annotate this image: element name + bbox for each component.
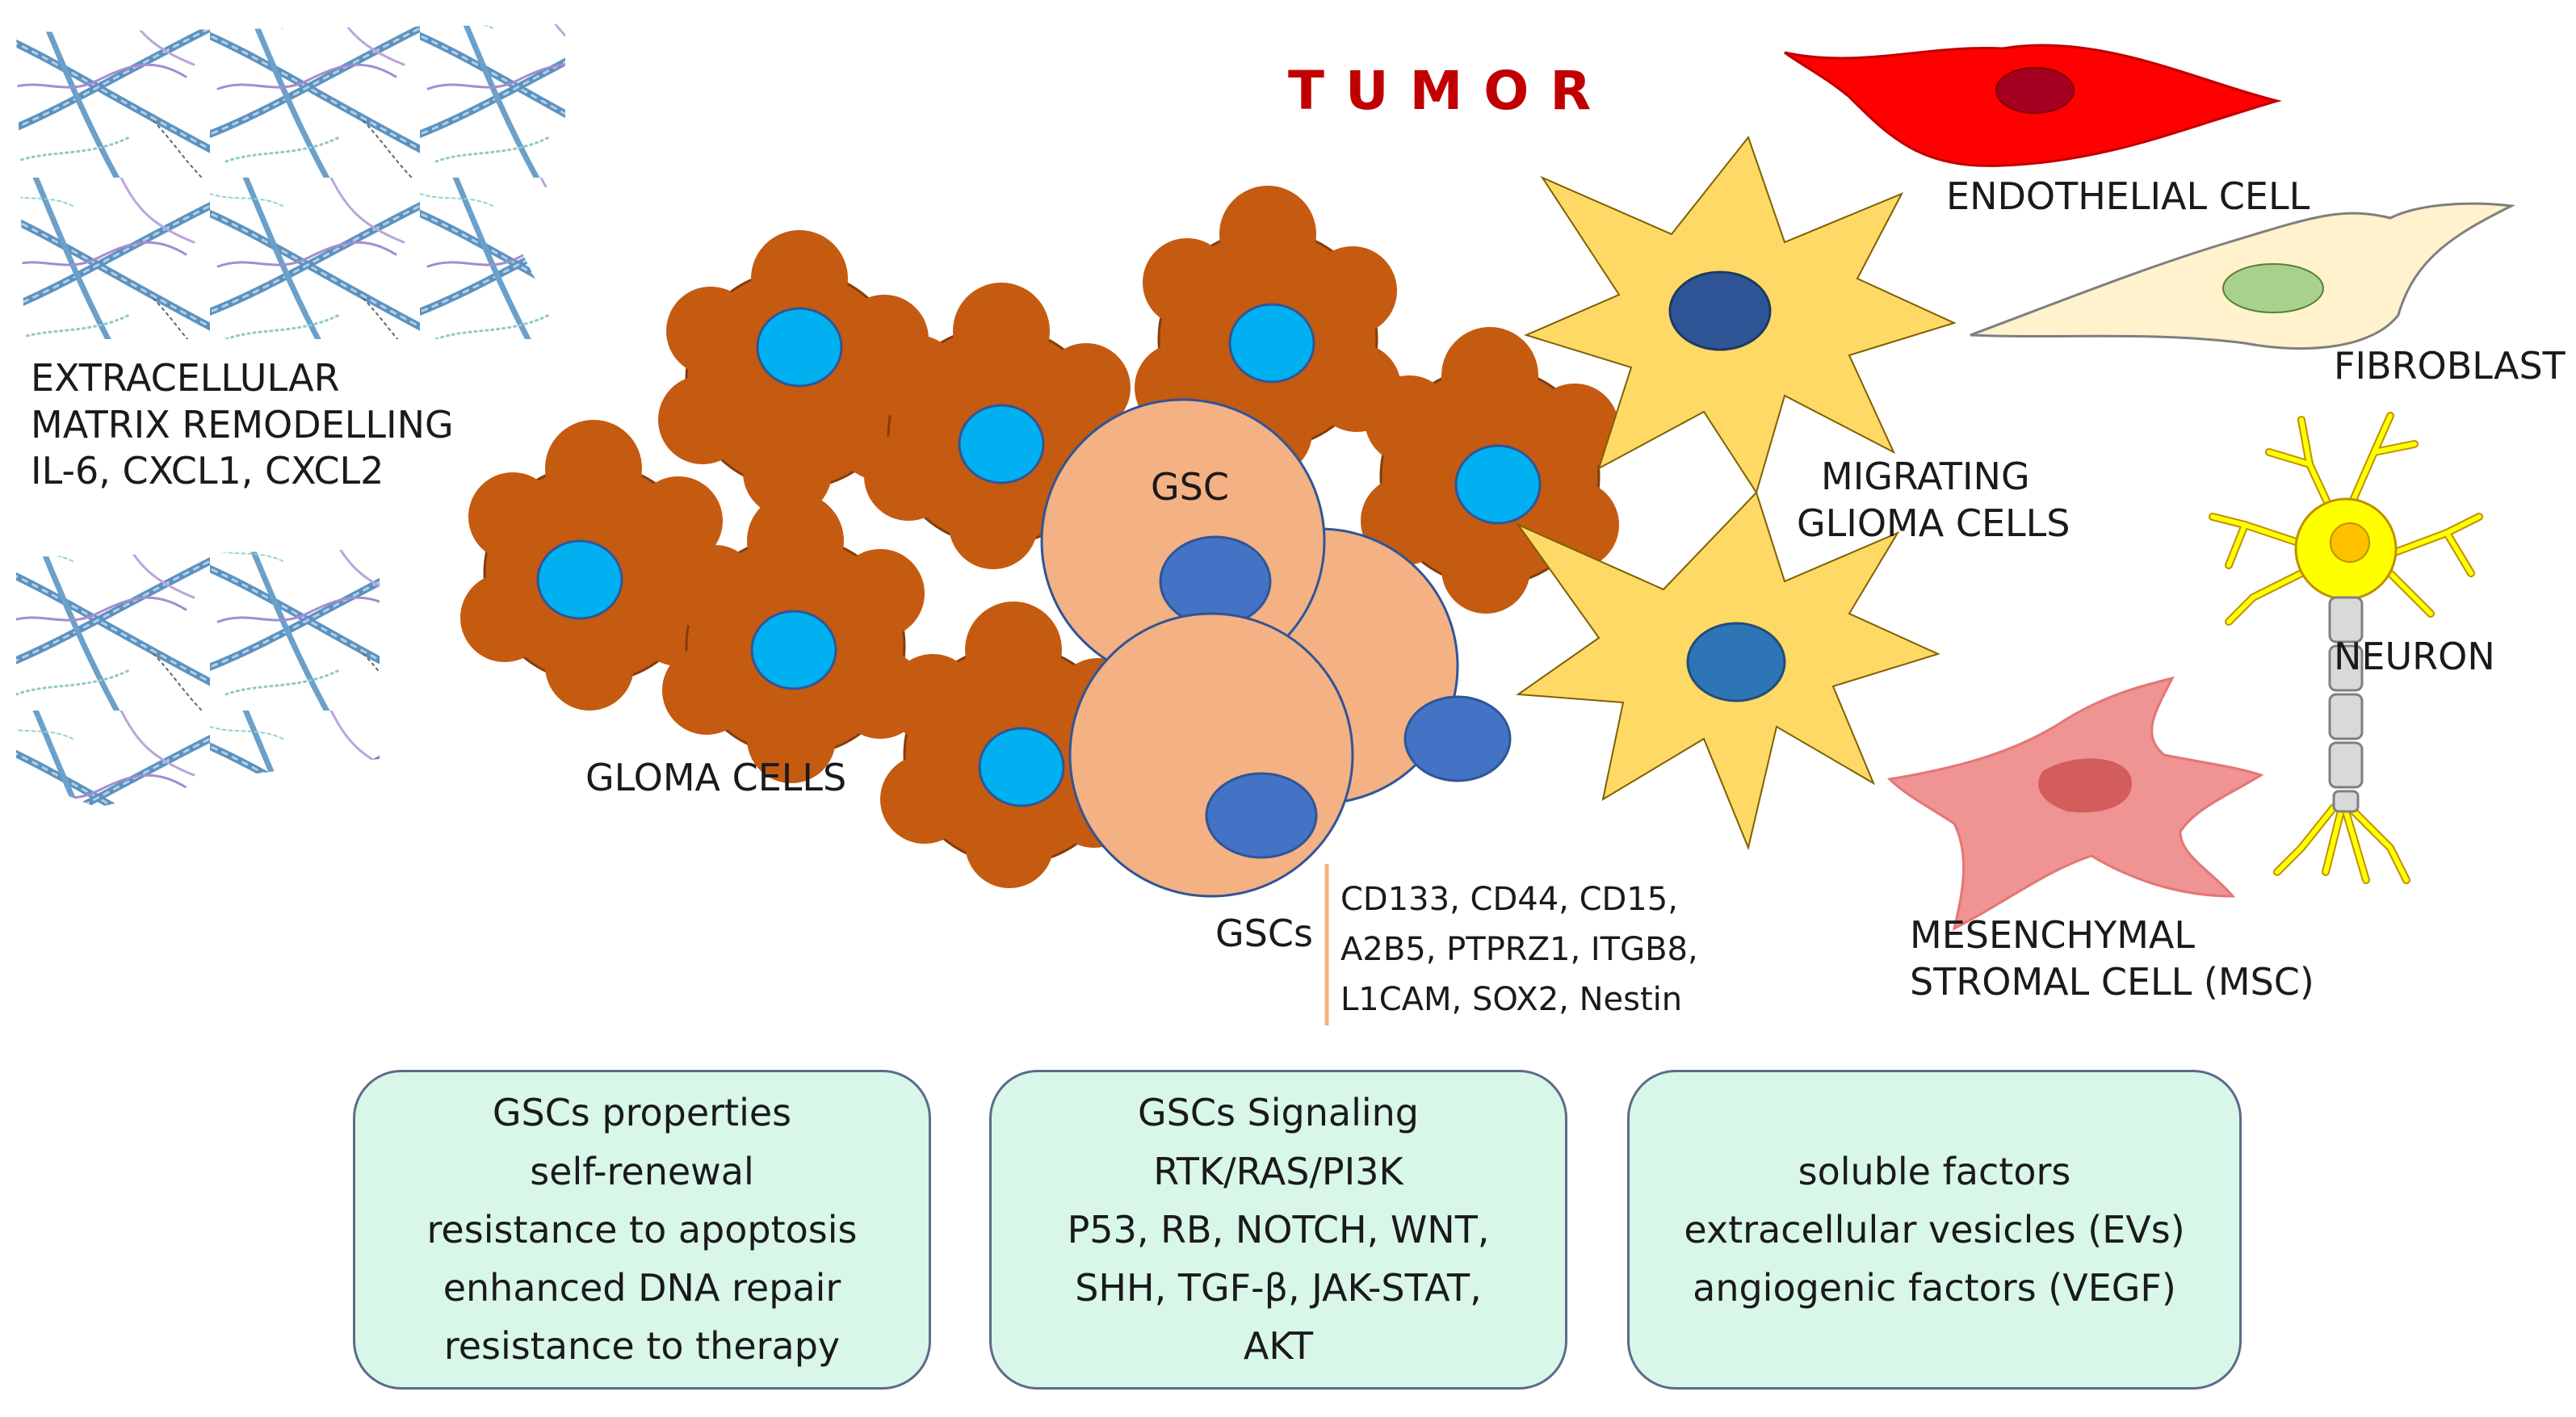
gsc-markers-line: CD133, CD44, CD15,: [1340, 881, 1678, 918]
box-line: GSCs properties: [492, 1091, 792, 1135]
box-line: SHH, TGF-β, JAK-STAT,: [1075, 1266, 1482, 1310]
gscs-properties-box: GSCs properties self-renewal resistance …: [353, 1070, 931, 1390]
glioma-cell: [662, 493, 925, 783]
ecm-fiber-patches: [16, 24, 565, 807]
fibroblast-cell: [1970, 202, 2516, 350]
box-line: angiogenic factors (VEGF): [1693, 1266, 2176, 1310]
glioma-nucleus: [1454, 444, 1542, 525]
endothelial-cell: [1784, 44, 2282, 167]
box-line: resistance to apoptosis: [426, 1207, 858, 1251]
glioma-nucleus: [536, 539, 623, 620]
box-line: P53, RB, NOTCH, WNT,: [1067, 1207, 1490, 1251]
box-line: enhanced DNA repair: [443, 1266, 841, 1310]
gscs-label: GSCs: [1215, 912, 1313, 955]
gsc-cell: [1068, 612, 1354, 898]
box-line: RTK/RAS/PI3K: [1153, 1149, 1403, 1193]
migrating-glioma-cells: [1516, 135, 1957, 851]
fibroblast-label: FIBROBLAST: [2334, 344, 2566, 388]
gsc-cell: [1040, 398, 1326, 684]
ecm-label-line: IL-6, CXCL1, CXCL2: [31, 449, 384, 493]
neuron-nucleus: [2330, 522, 2370, 563]
migrating-label-line: MIGRATING: [1821, 455, 2030, 498]
glioma-nucleus: [750, 610, 837, 690]
msc-cell: [1886, 676, 2264, 931]
gsc-markers-list: CD133, CD44, CD15, A2B5, PTPRZ1, ITGB8, …: [1340, 874, 1698, 1025]
gscs-signaling-box: GSCs Signaling RTK/RAS/PI3K P53, RB, NOT…: [989, 1070, 1567, 1390]
box-line: self-renewal: [530, 1149, 754, 1193]
tumor-title: TUMOR: [1288, 60, 1613, 122]
glioma-nucleus: [756, 307, 843, 388]
gsc-markers-line: A2B5, PTPRZ1, ITGB8,: [1340, 931, 1698, 968]
glioma-nucleus: [978, 727, 1065, 807]
box-line: extracellular vesicles (EVs): [1684, 1207, 2185, 1251]
gsc-markers-line: L1CAM, SOX2, Nestin: [1340, 981, 1683, 1018]
migrating-cell-nucleus: [1668, 270, 1772, 351]
glioma-nucleus: [958, 404, 1045, 484]
box-line: AKT: [1243, 1324, 1314, 1369]
ecm-label: EXTRACELLULAR MATRIX REMODELLING IL-6, C…: [31, 355, 454, 495]
neuron-axon-myelin: [2328, 596, 2364, 813]
migrating-cell-nucleus: [1686, 622, 1786, 702]
gsc-nucleus: [1403, 695, 1512, 782]
ecm-patch-bottom-left: [16, 549, 380, 807]
gsc-label: GSC: [1151, 465, 1229, 509]
gsc-nucleus: [1205, 772, 1318, 859]
msc-label-line: STROMAL CELL (MSC): [1910, 959, 2314, 1004]
neuron-label: NEURON: [2334, 635, 2495, 678]
endothelial-cell-label: ENDOTHELIAL CELL: [1946, 174, 2310, 218]
msc-label-line: MESENCHYMAL: [1910, 913, 2196, 957]
msc-nucleus: [2038, 758, 2132, 813]
ecm-label-line: MATRIX REMODELLING: [31, 402, 454, 446]
gsc-nucleus: [1159, 535, 1272, 627]
secreted-factors-box: soluble factors extracellular vesicles (…: [1627, 1070, 2242, 1390]
migrating-label-line: GLIOMA CELLS: [1797, 501, 2070, 545]
neuron-cell: [2209, 412, 2483, 884]
migrating-glioma-cells-label: MIGRATING GLIOMA CELLS: [1797, 454, 2070, 547]
glioma-cells-label: GLOMA CELLS: [585, 756, 847, 799]
endothelial-nucleus: [1995, 67, 2075, 114]
gsc-cell-group: [1040, 398, 1512, 898]
msc-label: MESENCHYMAL STROMAL CELL (MSC): [1910, 912, 2314, 1005]
box-line: GSCs Signaling: [1138, 1091, 1419, 1135]
ecm-patch-top-left: [16, 24, 565, 339]
glioma-cell-cluster: [460, 186, 1619, 888]
ecm-label-line: EXTRACELLULAR: [31, 356, 340, 400]
glioma-nucleus: [1228, 303, 1315, 384]
box-line: soluble factors: [1798, 1149, 2071, 1193]
box-line: resistance to therapy: [443, 1324, 841, 1369]
fibroblast-nucleus: [2222, 263, 2324, 313]
